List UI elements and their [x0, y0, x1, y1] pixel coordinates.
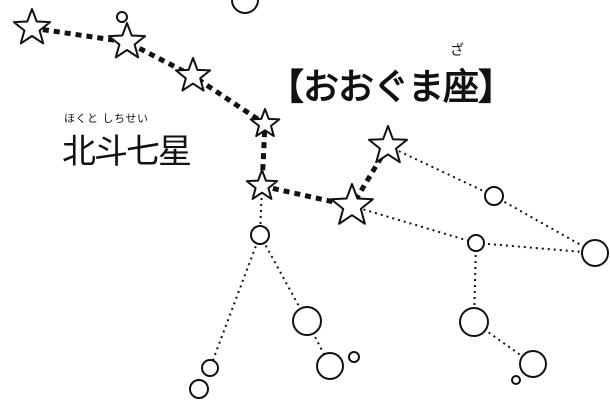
- star-icon: [249, 108, 281, 138]
- bear-circles: [116, 11, 609, 399]
- circle-icon: [511, 375, 521, 385]
- bear-body-lines: [209, 145, 596, 369]
- circle-icon: [201, 359, 219, 377]
- circle-icon: [250, 225, 270, 245]
- circle-icon: [316, 352, 344, 380]
- constellation-title: 【おおぐま座】: [268, 67, 514, 108]
- cropped-circle-top: [231, 0, 259, 14]
- title-ruby: ざ: [450, 43, 464, 59]
- circle-icon: [467, 234, 485, 252]
- big-dipper-stars: [12, 8, 408, 225]
- star-icon: [12, 8, 52, 45]
- big-dipper-label: 北斗七星: [62, 132, 192, 172]
- star-icon: [174, 57, 212, 92]
- star-icon: [245, 169, 279, 200]
- circle-icon: [292, 306, 322, 336]
- circle-icon: [519, 350, 547, 378]
- circle-icon: [581, 239, 609, 267]
- star-icon: [368, 125, 408, 164]
- circle-icon: [459, 307, 489, 337]
- star-icon: [107, 22, 147, 59]
- circle-icon: [348, 351, 360, 363]
- circle-icon: [484, 186, 504, 206]
- big-dipper-ruby: ほくと しちせい: [64, 112, 149, 125]
- circle-icon: [116, 11, 128, 23]
- star-icon: [330, 183, 374, 225]
- circle-icon: [189, 379, 209, 399]
